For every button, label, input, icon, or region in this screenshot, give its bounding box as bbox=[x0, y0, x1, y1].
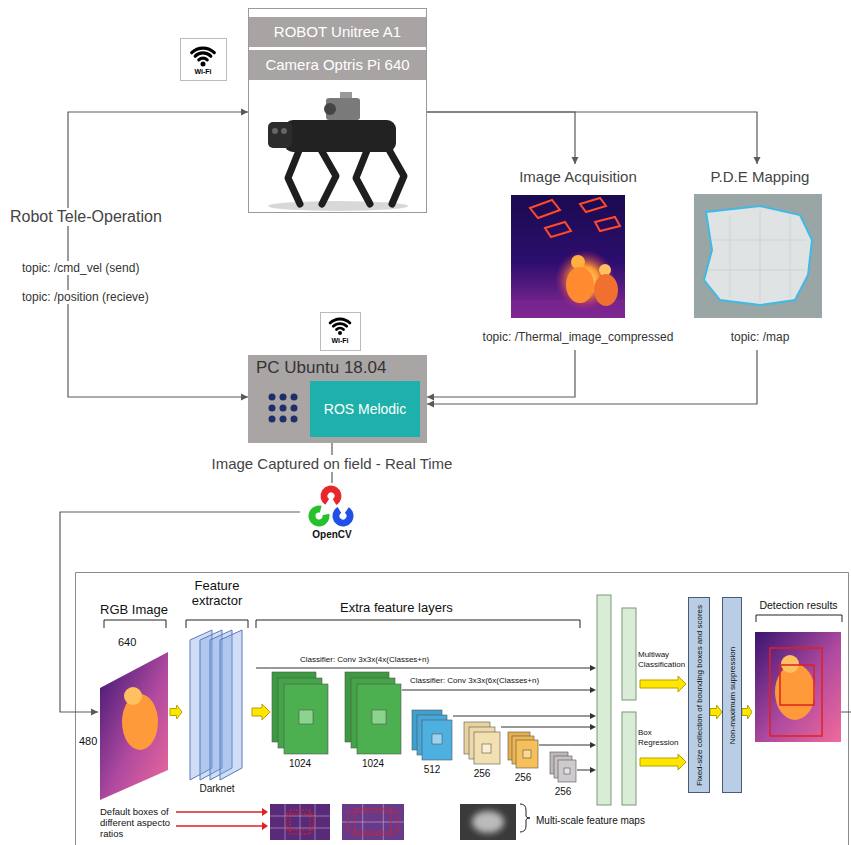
channel-count: 512 bbox=[412, 764, 452, 775]
connector bbox=[427, 112, 761, 164]
acquisition-panel: Image Acquisition topic: /Thermal_image_c… bbox=[468, 164, 688, 350]
connector bbox=[60, 512, 300, 716]
section-heading: Robot Tele-Operation bbox=[10, 208, 162, 226]
connector-line bbox=[427, 350, 575, 397]
channel-count: 256 bbox=[543, 786, 583, 797]
topic-label: topic: /cmd_vel (send) bbox=[22, 261, 139, 275]
opencv-rings bbox=[311, 486, 353, 525]
connector bbox=[427, 350, 575, 401]
arrowhead bbox=[427, 394, 434, 401]
wifi-icon bbox=[181, 39, 227, 81]
panel-heading: RGB Image bbox=[94, 602, 174, 617]
wifi-text: Wi-Fi bbox=[320, 337, 360, 344]
block-arrow bbox=[742, 705, 752, 719]
output-label: Box Regression bbox=[638, 728, 686, 748]
arrowhead bbox=[427, 401, 434, 408]
connector-line bbox=[427, 112, 757, 164]
channel-count: 1024 bbox=[280, 758, 320, 769]
network-name: Darknet bbox=[182, 783, 252, 794]
connector-line bbox=[427, 112, 575, 164]
connector-line bbox=[427, 350, 757, 404]
output-bar: Fixed-size collection of bounding boxes … bbox=[688, 597, 710, 793]
connector-line bbox=[68, 112, 248, 397]
flow-arrow bbox=[252, 704, 270, 720]
panel-heading: Detection results bbox=[752, 599, 845, 611]
bar-label: Fixed-size collection of bounding boxes … bbox=[695, 602, 704, 788]
thermal-image bbox=[511, 195, 625, 318]
topic-label: topic: /map bbox=[690, 330, 830, 344]
classifier-arrows bbox=[256, 665, 596, 773]
block-arrow-shape bbox=[710, 705, 722, 719]
panel-heading: Feature extractor bbox=[182, 578, 252, 608]
block-arrow-shape bbox=[170, 705, 182, 719]
input-image: RGB Image bbox=[98, 598, 170, 804]
input-image bbox=[100, 652, 168, 800]
detection-panel: Detection results bbox=[752, 597, 845, 747]
output-label: Multiway Classification bbox=[638, 650, 686, 670]
ros-label: ROS Melodic bbox=[310, 381, 420, 437]
note-label: Default boxes of different aspecto ratio… bbox=[100, 806, 174, 839]
map-image bbox=[694, 194, 822, 318]
dimension-label: 640 bbox=[118, 636, 136, 648]
ros-box: ROS Melodic bbox=[310, 381, 420, 437]
block-arrow bbox=[710, 705, 722, 719]
arrowhead bbox=[572, 157, 579, 164]
topic-label: topic: /Thermal_image_compressed bbox=[468, 330, 688, 344]
network-frame bbox=[76, 573, 849, 845]
default-box-thumbnails bbox=[176, 804, 516, 840]
logo-text: OpenCV bbox=[300, 529, 364, 540]
wifi-text: Wi-Fi bbox=[180, 68, 226, 75]
block-arrow-shape bbox=[742, 705, 752, 719]
panel-heading: P.D.E Mapping bbox=[690, 168, 830, 185]
block-arrow bbox=[170, 705, 182, 719]
pc-title: PC Ubuntu 18.04 bbox=[256, 358, 386, 378]
mapping-panel: P.D.E Mapping topic: /map bbox=[690, 164, 830, 350]
connector bbox=[68, 109, 248, 401]
arrowhead bbox=[754, 157, 761, 164]
channel-count: 256 bbox=[462, 768, 502, 779]
pc-box-fill bbox=[248, 355, 427, 443]
topic-label: topic: /position (recieve) bbox=[22, 290, 149, 304]
connector-line bbox=[60, 512, 300, 712]
panel-heading: Image Acquisition bbox=[468, 168, 688, 185]
robot-photo bbox=[268, 92, 408, 211]
feature-extractor: Feature extractorDarknet bbox=[182, 578, 252, 800]
connector bbox=[427, 112, 579, 164]
connector bbox=[427, 350, 757, 408]
darknet-layers bbox=[190, 630, 242, 780]
bracket-label: Multi-scale feature maps bbox=[536, 815, 645, 826]
arrowhead bbox=[91, 709, 98, 716]
channel-count: 256 bbox=[503, 772, 543, 783]
arrowhead bbox=[241, 109, 248, 116]
classifier-label: Classifier: Conv 3x3x(6x(Classes+n) bbox=[410, 676, 539, 685]
flow-arrow bbox=[640, 676, 686, 770]
wifi-icon bbox=[321, 313, 361, 351]
arrowhead bbox=[241, 394, 248, 401]
concat-bars bbox=[597, 595, 636, 805]
output-bar: Non-maximum suppression bbox=[722, 597, 742, 793]
classifier-label: Classifier: Conv 3x3x(4x(Classes+n) bbox=[300, 655, 429, 664]
robot-title-bar: ROBOT Unitree A1 bbox=[249, 17, 426, 47]
detection-image bbox=[755, 632, 851, 742]
robot-frame: ROBOT Unitree A1Camera Optris Pi 640 bbox=[248, 8, 427, 213]
dimension-label: 480 bbox=[79, 735, 97, 747]
opencv-logo: OpenCV bbox=[300, 483, 364, 545]
edge-label: Image Captured on field - Real Time bbox=[208, 455, 457, 472]
section-heading: Extra feature layers bbox=[340, 600, 453, 615]
pc-box: PC Ubuntu 18.04ROS Melodic bbox=[248, 355, 427, 443]
camera-title-bar: Camera Optris Pi 640 bbox=[249, 50, 426, 80]
channel-count: 1024 bbox=[353, 758, 393, 769]
bar-label: Non-maximum suppression bbox=[728, 602, 737, 788]
